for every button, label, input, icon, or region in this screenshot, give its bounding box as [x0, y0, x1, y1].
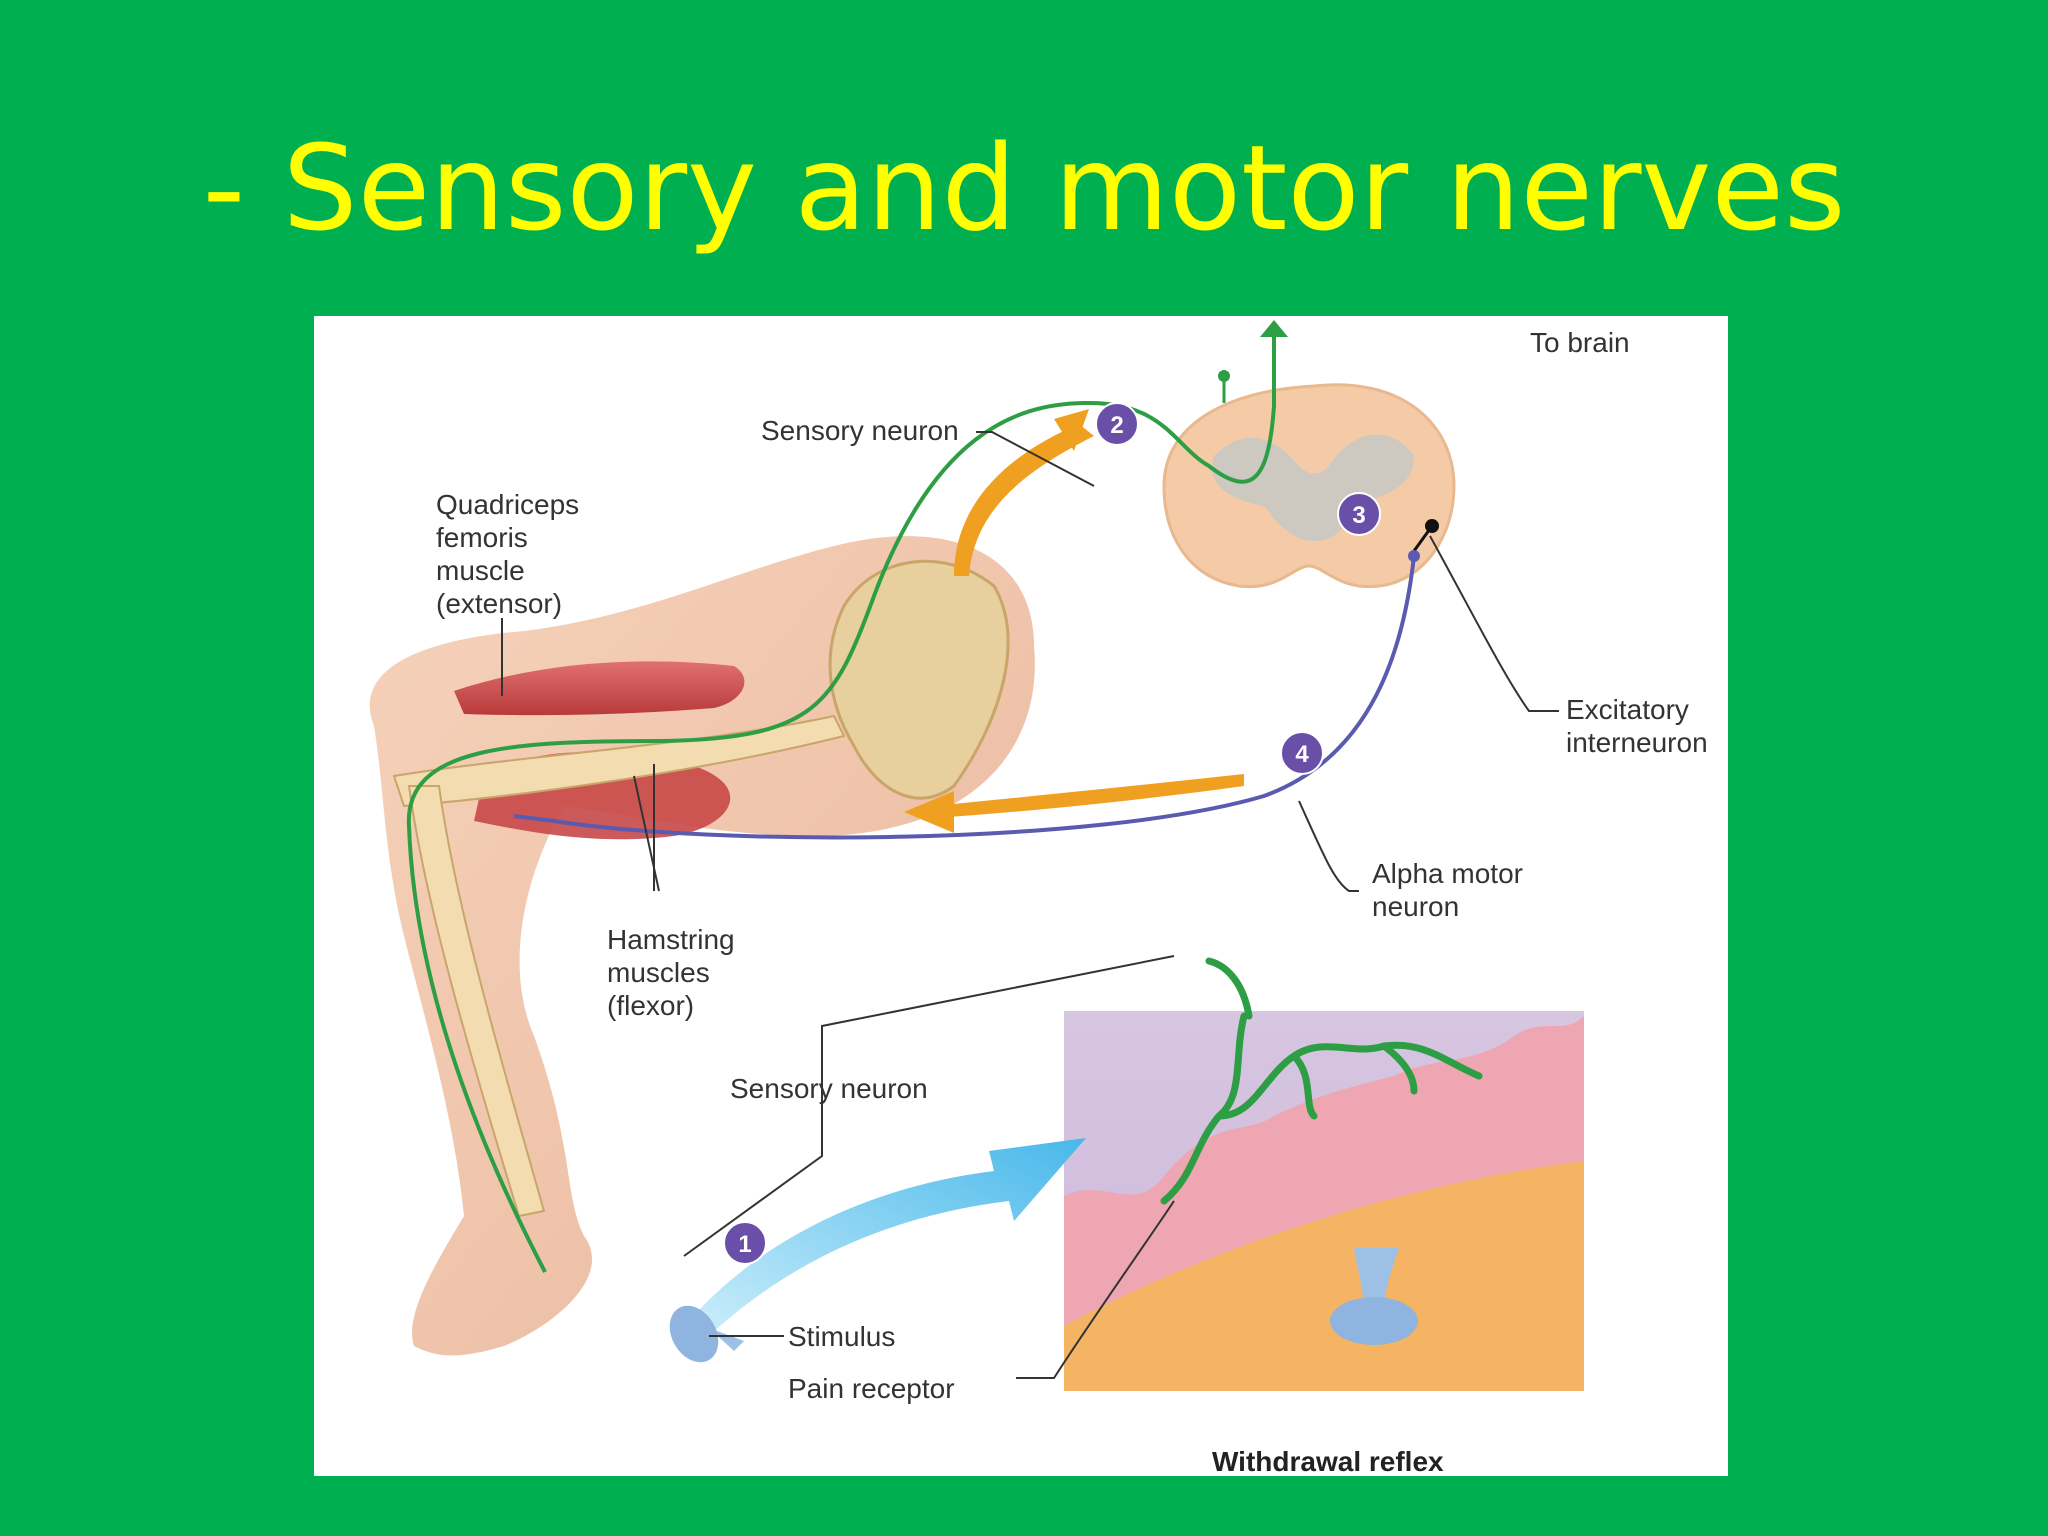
- excitatory-interneuron-label: Excitatory interneuron: [1566, 694, 1708, 758]
- svg-text:3: 3: [1352, 502, 1365, 529]
- dorsal-root-ganglion: [1218, 370, 1230, 382]
- leader-lines: [501, 431, 1559, 1379]
- alpha-motor-neuron-path: [513, 555, 1416, 840]
- orange-arrowhead-left: [904, 791, 954, 833]
- excitatory-interneuron-cell: [1408, 519, 1439, 562]
- reflex-illustration: 2 3 4 1: [369, 320, 1584, 1391]
- slide-title: - Sensory and motor nerves: [202, 119, 1846, 257]
- quadriceps-muscle-shape: [454, 661, 745, 716]
- sensory-neuron-label-top: Sensory neuron: [761, 415, 959, 446]
- svg-text:4: 4: [1295, 741, 1309, 768]
- to-brain-label: To brain: [1530, 327, 1630, 358]
- femur-bone: [392, 714, 846, 808]
- stimulus-pin: [669, 1305, 744, 1363]
- withdrawal-reflex-figure: 2 3 4 1 To brain Sensory neuron Quadrice…: [314, 316, 1728, 1477]
- alpha-motor-neuron-label: Alpha motor neuron: [1372, 858, 1523, 922]
- quadriceps-label: Quadriceps femoris muscle (extensor): [436, 489, 580, 619]
- stimulus-arrow: [689, 1138, 1086, 1336]
- step-badge-4: 4: [1280, 731, 1324, 775]
- orange-arrow-left: [934, 774, 1244, 818]
- sensory-neuron-path: [406, 336, 1276, 1273]
- pelvis-bone: [828, 559, 1010, 800]
- stimulus-label: Stimulus: [788, 1321, 896, 1352]
- step-badge-2: 2: [1095, 402, 1139, 446]
- orange-arrowhead-up: [1054, 409, 1089, 451]
- sensory-neuron-label-bottom: Sensory neuron: [730, 1073, 928, 1104]
- figure-caption: Withdrawal reflex: [1212, 1446, 1444, 1477]
- to-brain-arrowhead: [1260, 320, 1288, 337]
- tibia-bone: [407, 785, 546, 1218]
- step-badge-1: 1: [723, 1221, 767, 1265]
- spinal-cord-section: [1162, 383, 1456, 589]
- step-badges: 2 3 4 1: [723, 402, 1381, 1265]
- svg-text:2: 2: [1110, 412, 1123, 439]
- orange-arrow-up: [954, 424, 1094, 576]
- hamstring-label: Hamstring muscles (flexor): [607, 924, 735, 1021]
- step-badge-3: 3: [1337, 492, 1381, 536]
- svg-text:1: 1: [738, 1231, 751, 1258]
- leg-illustration: [369, 536, 1035, 1356]
- skin-closeup-panel: [1064, 957, 1584, 1391]
- pain-receptor-label: Pain receptor: [788, 1373, 955, 1404]
